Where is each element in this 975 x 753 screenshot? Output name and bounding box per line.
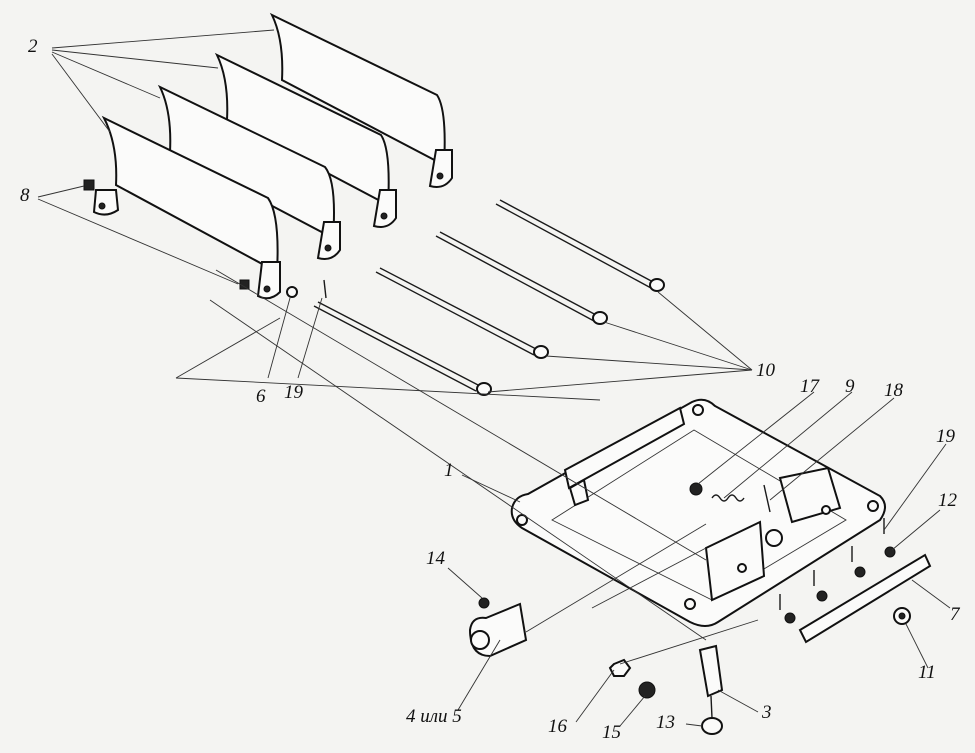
callout-8: 8 bbox=[20, 185, 30, 206]
screw-part-14 bbox=[478, 597, 490, 609]
plate-part-2-b bbox=[157, 84, 341, 260]
callout-13: 13 bbox=[656, 712, 675, 733]
callout-3: 3 bbox=[762, 702, 772, 723]
nut-part-8 bbox=[83, 179, 95, 191]
plate-part-2-d bbox=[269, 12, 453, 188]
nut-part-17 bbox=[689, 482, 703, 496]
callout-14: 14 bbox=[426, 548, 445, 569]
plate-part-2-a bbox=[92, 115, 281, 300]
callout-2: 2 bbox=[28, 36, 38, 57]
rod-part-10-1 bbox=[495, 199, 665, 292]
plate-part-2-c bbox=[214, 52, 397, 228]
rod-part-10-2 bbox=[435, 231, 608, 325]
base-frame-part-1 bbox=[510, 398, 886, 627]
callout-17: 17 bbox=[800, 376, 819, 397]
lever-part-3 bbox=[698, 644, 724, 719]
washer-part-6 bbox=[286, 286, 298, 298]
callout-15: 15 bbox=[602, 722, 621, 743]
spring-part-9 bbox=[711, 494, 745, 502]
knob-part-15 bbox=[638, 681, 656, 699]
knob-part-13 bbox=[701, 717, 723, 735]
nut-part-16 bbox=[608, 658, 632, 677]
clamp-part-4-or-5 bbox=[468, 602, 528, 658]
rod-part-10-4 bbox=[313, 301, 492, 396]
terminal-strip-part-7 bbox=[779, 518, 932, 644]
callout-11: 11 bbox=[918, 662, 936, 683]
callout-1: 1 bbox=[444, 460, 454, 481]
callout-4-or-5: 4 или 5 bbox=[406, 706, 462, 727]
callout-16: 16 bbox=[548, 716, 567, 737]
callout-10: 10 bbox=[756, 360, 775, 381]
callout-12: 12 bbox=[938, 490, 957, 511]
callout-7: 7 bbox=[950, 604, 960, 625]
callout-19-right: 19 bbox=[936, 426, 955, 447]
callout-19-left: 19 bbox=[284, 382, 303, 403]
callout-6: 6 bbox=[256, 386, 266, 407]
screw-part-11 bbox=[893, 607, 911, 625]
pin-part-18 bbox=[763, 484, 771, 513]
callout-9: 9 bbox=[845, 376, 855, 397]
leader-lines bbox=[37, 29, 951, 727]
rod-part-10-3 bbox=[375, 267, 549, 359]
callout-18: 18 bbox=[884, 380, 903, 401]
pin-part-19 bbox=[323, 279, 327, 299]
